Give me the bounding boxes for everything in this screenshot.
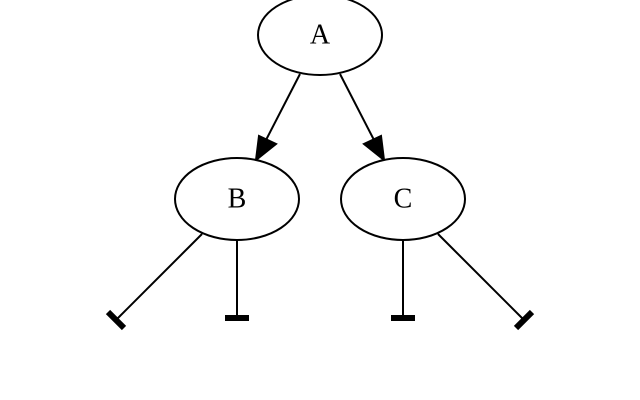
node-b: B [174,157,300,241]
edge-b-tee-left-bar [105,309,127,331]
node-c-ellipse [340,157,466,241]
edge-c-tee-right [437,233,535,331]
node-a: A [257,0,383,76]
node-b-ellipse [174,157,300,241]
node-c-label: C [394,184,413,215]
edge-a-to-b-line [265,73,301,141]
edge-a-to-c-line [339,73,375,141]
edge-b-tee-left [105,233,203,331]
edge-c-tee-right-bar [513,309,535,331]
edge-c-tee-down [391,241,415,321]
node-b-label: B [228,184,247,215]
node-a-label: A [310,20,331,51]
node-c: C [340,157,466,241]
edge-a-to-c-arrowhead [362,134,386,163]
edge-b-tee-left-line [115,233,203,321]
edge-a-to-b-arrowhead [254,134,278,163]
edge-a-to-c [339,73,386,163]
edge-a-to-b [254,73,301,163]
edge-c-tee-right-line [437,233,525,321]
edge-b-tee-down [225,241,249,321]
node-a-ellipse [257,0,383,76]
